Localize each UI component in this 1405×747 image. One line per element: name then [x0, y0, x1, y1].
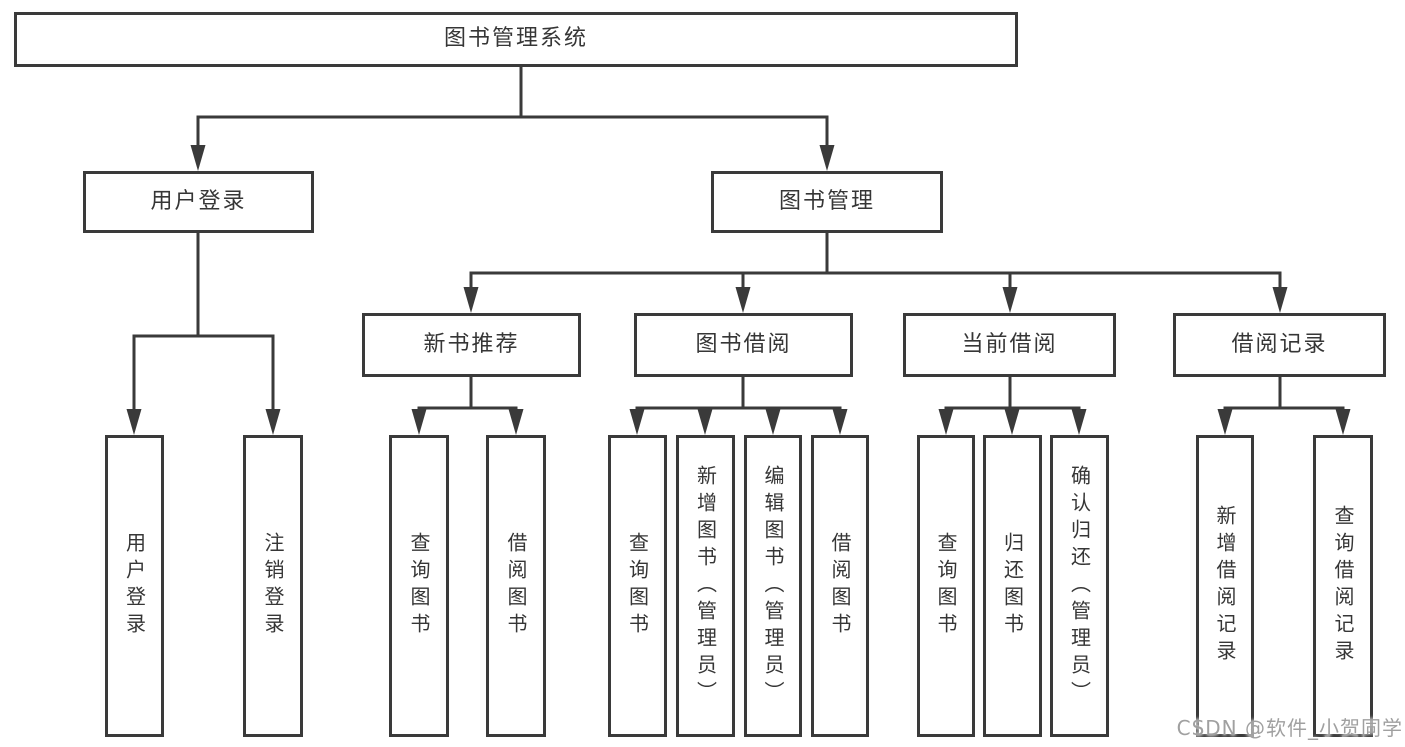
leaf-add-borrow-record: 新增借阅记录	[1196, 435, 1254, 737]
leaf-query-books-borrow: 查询图书	[608, 435, 667, 737]
leaf-confirm-return-admin: 确认归还（管理员）	[1050, 435, 1109, 737]
leaf-query-books-recommend: 查询图书	[389, 435, 449, 737]
node-user-login: 用户登录	[83, 171, 314, 233]
leaf-edit-book-admin: 编辑图书（管理员）	[744, 435, 802, 737]
node-library-management-system: 图书管理系统	[14, 12, 1018, 67]
node-book-borrowing: 图书借阅	[634, 313, 853, 377]
node-book-management: 图书管理	[711, 171, 943, 233]
node-borrowing-records: 借阅记录	[1173, 313, 1386, 377]
leaf-query-borrow-record: 查询借阅记录	[1313, 435, 1373, 737]
node-current-borrowing: 当前借阅	[903, 313, 1116, 377]
leaf-logout: 注销登录	[243, 435, 303, 737]
leaf-query-books-current: 查询图书	[917, 435, 975, 737]
leaf-borrow-books: 借阅图书	[811, 435, 869, 737]
csdn-watermark: CSDN @软件_小贺同学	[1176, 716, 1403, 740]
leaf-return-book: 归还图书	[983, 435, 1042, 737]
arrowhead-icons	[126, 145, 1351, 435]
leaf-add-book-admin: 新增图书（管理员）	[676, 435, 735, 737]
leaf-borrow-books-recommend: 借阅图书	[486, 435, 546, 737]
node-new-book-recommend: 新书推荐	[362, 313, 581, 377]
leaf-user-login: 用户登录	[105, 435, 164, 737]
